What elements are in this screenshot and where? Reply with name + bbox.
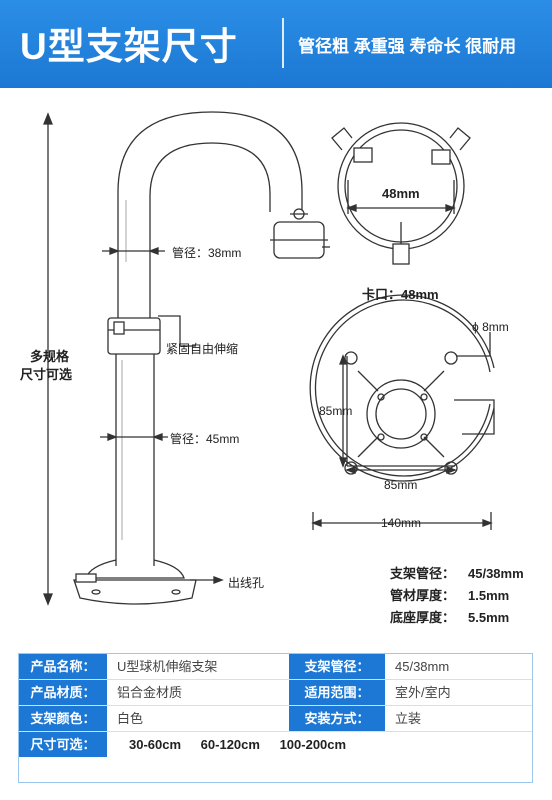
header-banner: U型支架尺寸 管径粗 承重强 寿命长 很耐用 <box>0 0 552 88</box>
bracket-lower-pipe <box>115 354 155 566</box>
multi-size-label: 多规格 <box>30 349 70 364</box>
pipe-top-dimension <box>102 247 165 255</box>
size-optional-label: 尺寸可选 <box>20 367 73 382</box>
pipe-bottom-label: 管径：45mm <box>170 432 240 446</box>
header-slogan: 管径粗 承重强 寿命长 很耐用 <box>298 37 517 56</box>
pipe-bottom-dimension <box>100 433 168 441</box>
hole-size: 8mm <box>482 320 509 334</box>
spec-row: 管材厚度：1.5mm <box>390 588 510 603</box>
ring-top-view <box>331 122 471 265</box>
ring-caption: 卡口：48mm <box>362 287 439 302</box>
clamp-sleeve <box>107 315 196 355</box>
base-h-label: 85mm <box>384 478 418 492</box>
page-title: U型支架尺寸 <box>20 26 238 67</box>
spec-row: 支架管径：45/38mm <box>390 566 524 581</box>
spec-row: 底座厚度：5.5mm <box>390 610 510 625</box>
base-diameter-label: 140mm <box>381 516 422 530</box>
size-option: 100-200cm <box>279 737 347 752</box>
bracket-diagram <box>43 111 495 606</box>
hole-label: ϕ 8mm <box>472 320 509 334</box>
size-option: 60-120cm <box>200 737 260 752</box>
base-v-label: 85mm <box>319 404 353 418</box>
base-plate-view <box>309 294 495 482</box>
bracket-arm <box>117 111 330 320</box>
table-row-sizes: 尺寸可选： 30-60cm 60-120cm 100-200cm <box>19 732 532 758</box>
height-dimension <box>43 112 53 606</box>
size-options: 30-60cm 60-120cm 100-200cm <box>119 732 529 757</box>
technical-drawing: 多规格 尺寸可选 管径：38mm 紧固自由伸缩 管径：45mm 出线孔 48mm… <box>0 88 552 648</box>
table-row: 产品材质： 铝合金材质 适用范围： 室外/室内 <box>19 680 532 706</box>
size-option: 30-60cm <box>129 737 182 752</box>
header-divider <box>282 18 284 68</box>
table-row: 产品名称： U型球机伸缩支架 支架管径： 45/38mm <box>19 654 532 680</box>
product-info-table: 产品名称： U型球机伸缩支架 支架管径： 45/38mm 产品材质： 铝合金材质… <box>18 653 533 783</box>
bracket-base <box>73 559 224 605</box>
ring-width-label: 48mm <box>382 186 420 201</box>
pipe-top-label: 管径：38mm <box>172 246 242 260</box>
base-diameter-dimension <box>311 512 493 530</box>
diameter-symbol: ϕ <box>472 320 479 334</box>
table-row: 支架颜色： 白色 安装方式： 立装 <box>19 706 532 732</box>
outlet-label: 出线孔 <box>228 576 265 590</box>
clamp-label: 紧固自由伸缩 <box>166 342 239 356</box>
